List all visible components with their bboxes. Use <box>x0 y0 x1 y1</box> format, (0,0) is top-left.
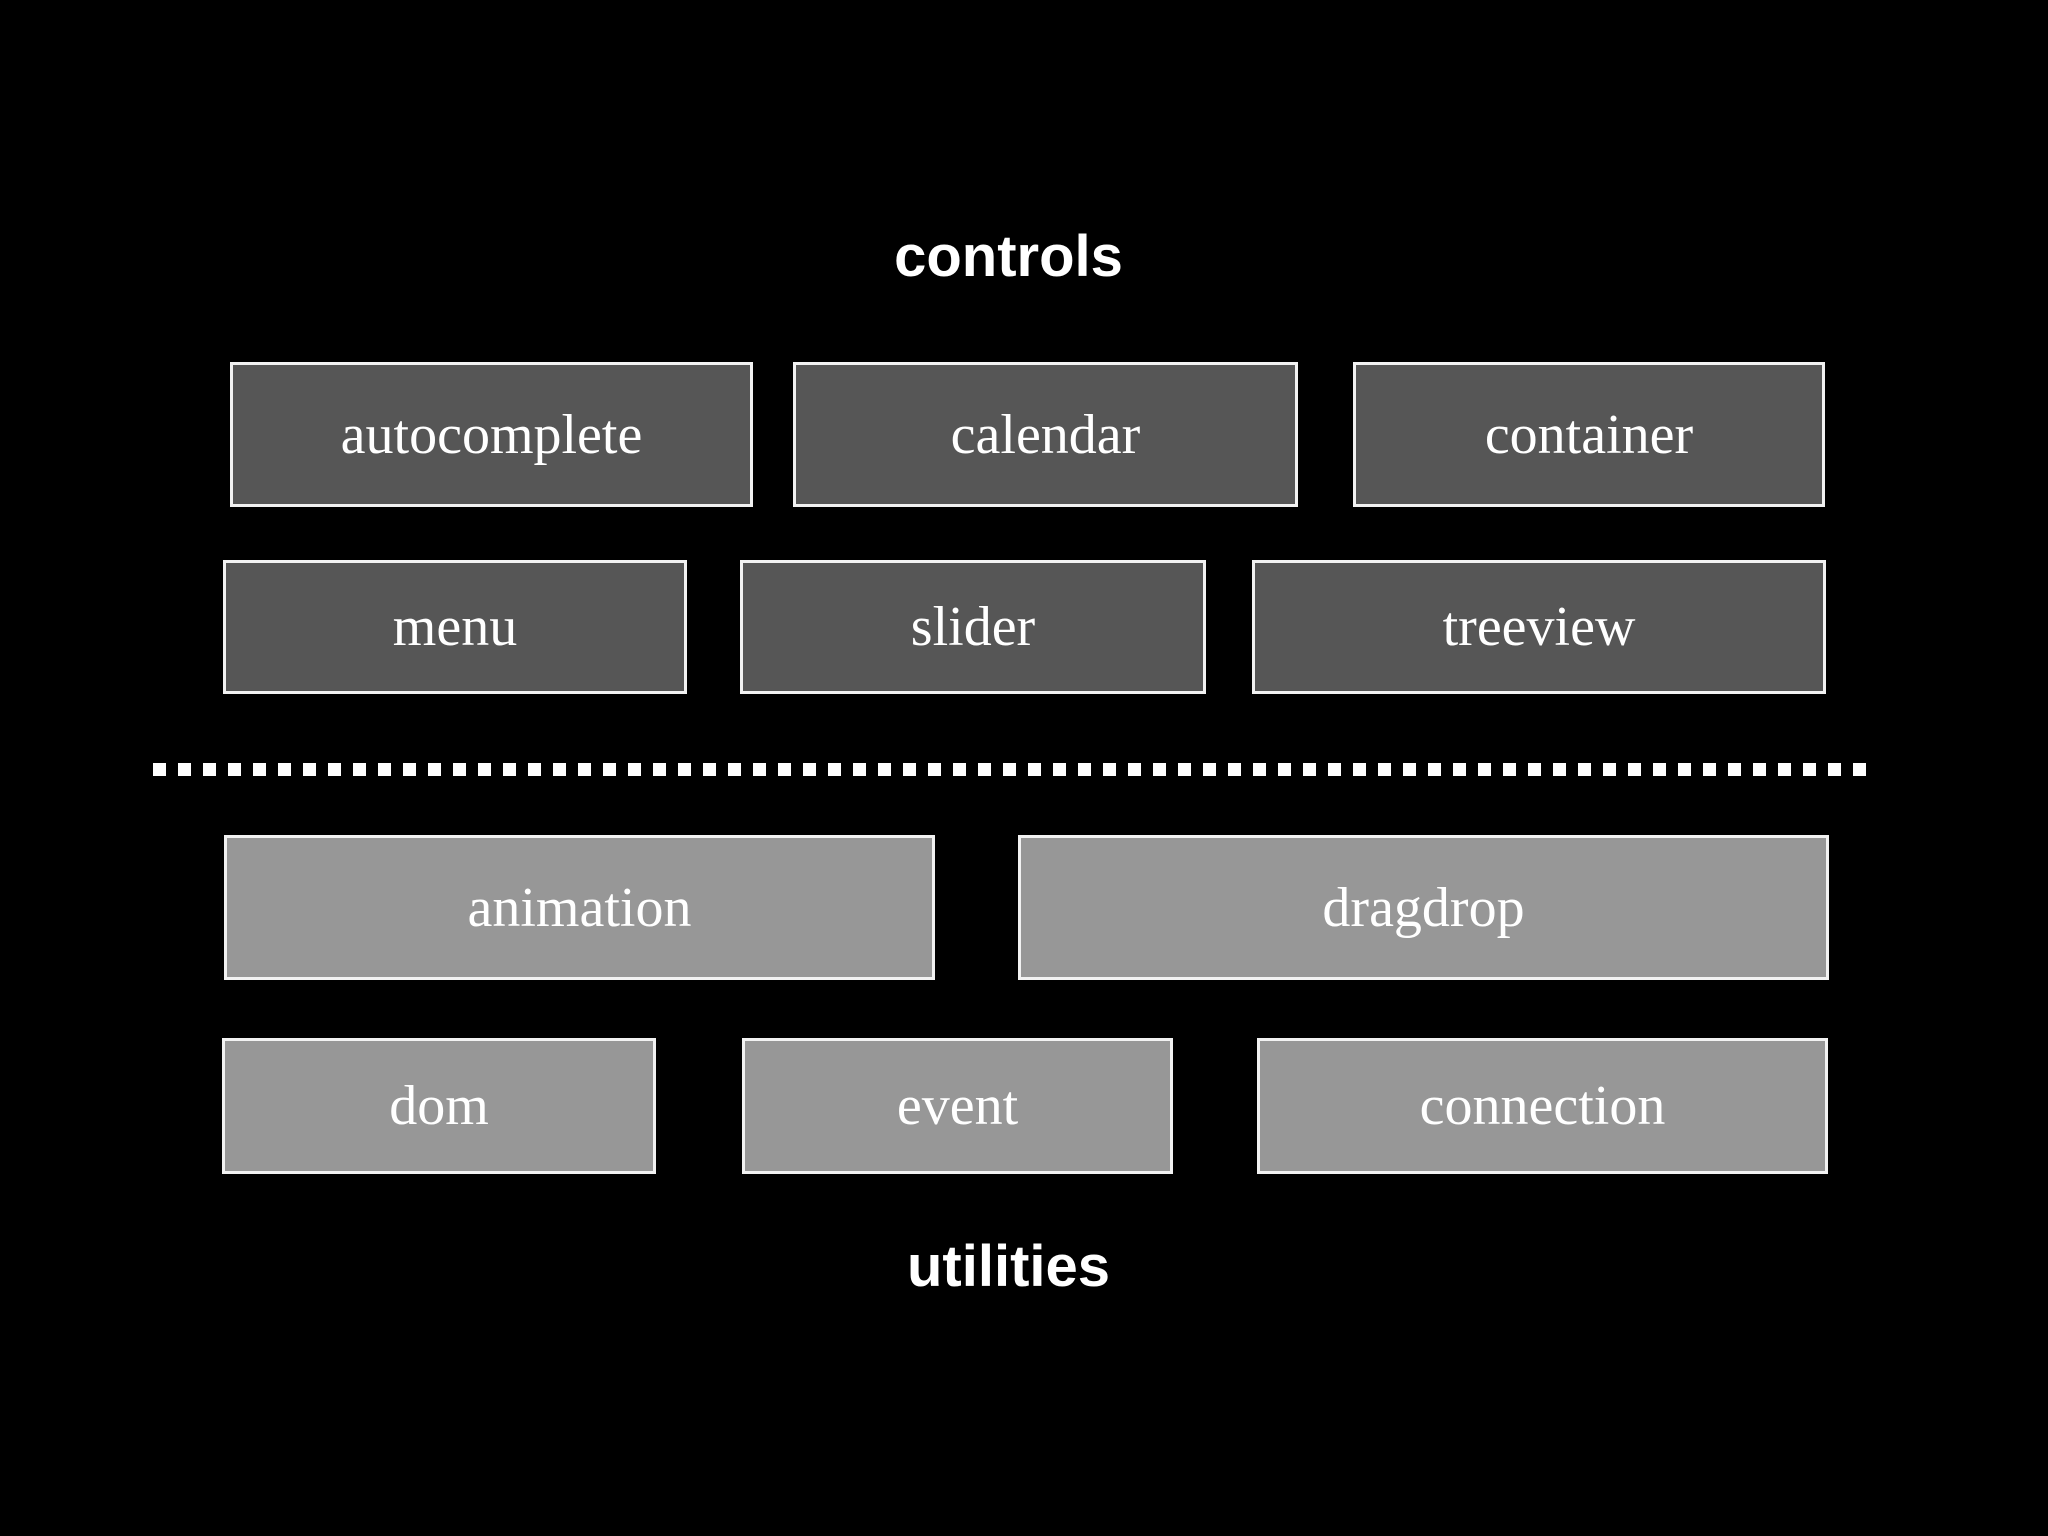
controls-section-title: controls <box>894 224 1123 289</box>
box-event-label: event <box>896 1075 1019 1137</box>
box-menu-label: menu <box>392 596 518 658</box>
box-connection-label: connection <box>1419 1075 1666 1137</box>
box-container: container <box>1353 362 1825 507</box>
box-container-label: container <box>1484 403 1694 466</box>
box-connection: connection <box>1257 1038 1828 1174</box>
box-autocomplete: autocomplete <box>230 362 753 507</box>
box-dragdrop: dragdrop <box>1018 835 1829 980</box>
utilities-section-title: utilities <box>906 1234 1111 1299</box>
box-slider-label: slider <box>910 596 1036 658</box>
box-dom: dom <box>222 1038 656 1174</box>
box-dom-label: dom <box>389 1075 489 1137</box>
box-menu: menu <box>223 560 687 694</box>
box-calendar-label: calendar <box>950 403 1141 466</box>
box-dragdrop-label: dragdrop <box>1322 876 1525 939</box>
box-autocomplete-label: autocomplete <box>340 403 643 466</box>
box-animation: animation <box>224 835 935 980</box>
box-slider: slider <box>740 560 1206 694</box>
box-treeview: treeview <box>1252 560 1826 694</box>
box-animation-label: animation <box>467 876 692 939</box>
box-event: event <box>742 1038 1173 1174</box>
box-treeview-label: treeview <box>1442 596 1636 658</box>
box-calendar: calendar <box>793 362 1298 507</box>
section-divider-dotted-line <box>153 763 1878 776</box>
